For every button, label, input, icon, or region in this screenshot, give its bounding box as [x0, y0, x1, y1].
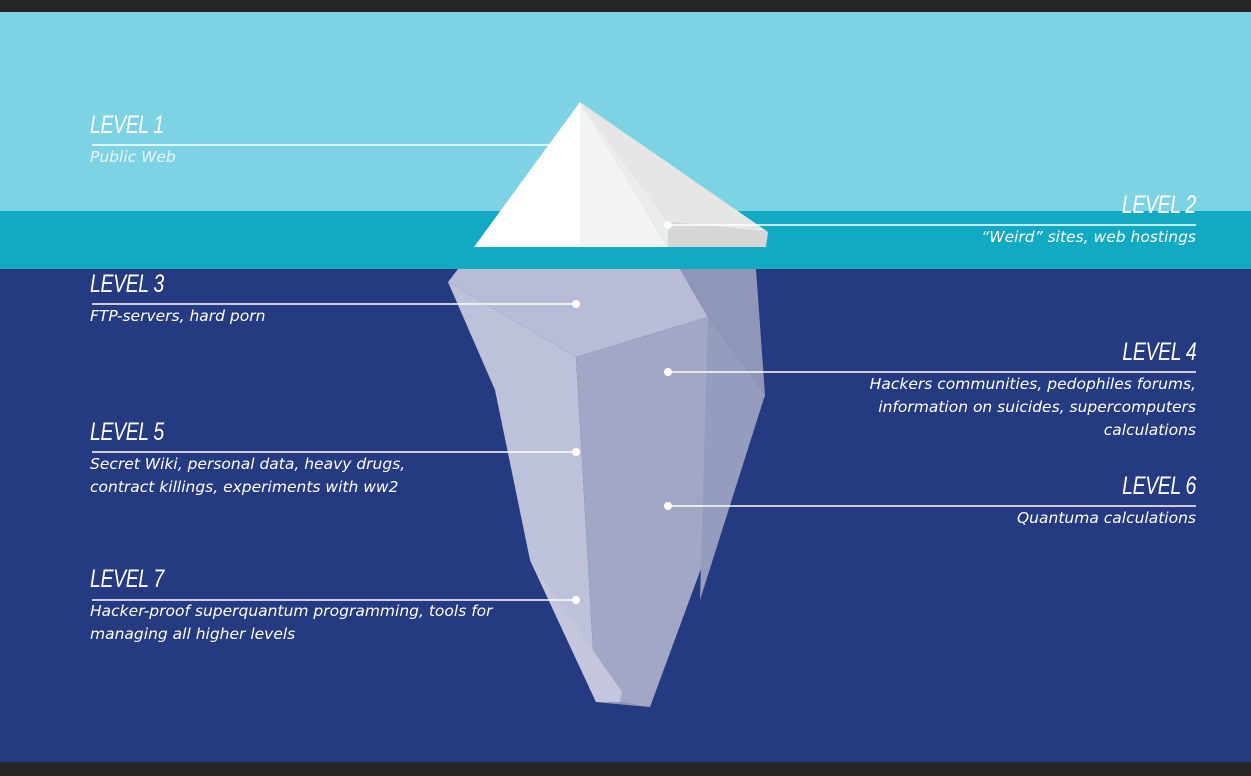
level-3-title: LEVEL 3	[90, 270, 164, 298]
level-2-desc: “Weird” sites, web hostings	[981, 228, 1196, 246]
level-1-label: LEVEL 1 Public Web	[90, 110, 185, 169]
level-5-desc: Secret Wiki, personal data, heavy drugs,…	[90, 455, 406, 496]
leader-dot-5	[572, 448, 580, 456]
level-5-title: LEVEL 5	[90, 418, 164, 446]
iceberg-submerged	[448, 269, 765, 707]
level-3-label: LEVEL 3 FTP-servers, hard porn	[90, 269, 265, 328]
level-2-title: LEVEL 2	[1122, 191, 1196, 219]
level-7-label: LEVEL 7 Hacker-proof superquantum progra…	[90, 564, 493, 646]
iceberg-tip	[474, 102, 768, 247]
leader-dots	[572, 221, 672, 604]
iceberg-diagram: LEVEL 1 Public Web LEVEL 2 “Weird” sites…	[0, 12, 1251, 762]
leader-dot-6	[664, 502, 672, 510]
level-4-title: LEVEL 4	[1122, 338, 1196, 366]
level-3-desc: FTP-servers, hard porn	[90, 307, 266, 325]
level-7-title: LEVEL 7	[90, 565, 164, 593]
level-4-desc: Hackers communities, pedophiles forums, …	[869, 375, 1196, 439]
level-1-title: LEVEL 1	[90, 111, 164, 139]
level-7-desc: Hacker-proof superquantum programming, t…	[90, 602, 493, 643]
level-6-title: LEVEL 6	[1122, 472, 1196, 500]
leader-lines	[92, 144, 1196, 601]
level-2-label: LEVEL 2 “Weird” sites, web hostings	[981, 190, 1196, 249]
leader-dot-3	[572, 300, 580, 308]
level-6-label: LEVEL 6 Quantuma calculations	[1017, 471, 1196, 530]
level-5-label: LEVEL 5 Secret Wiki, personal data, heav…	[90, 417, 405, 499]
leader-dot-2	[664, 221, 672, 229]
level-1-desc: Public Web	[90, 148, 176, 166]
level-4-label: LEVEL 4 Hackers communities, pedophiles …	[869, 337, 1197, 442]
leader-dot-4	[664, 368, 672, 376]
iceberg-illustration	[92, 102, 1196, 707]
level-6-desc: Quantuma calculations	[1016, 509, 1196, 527]
leader-dot-7	[572, 596, 580, 604]
